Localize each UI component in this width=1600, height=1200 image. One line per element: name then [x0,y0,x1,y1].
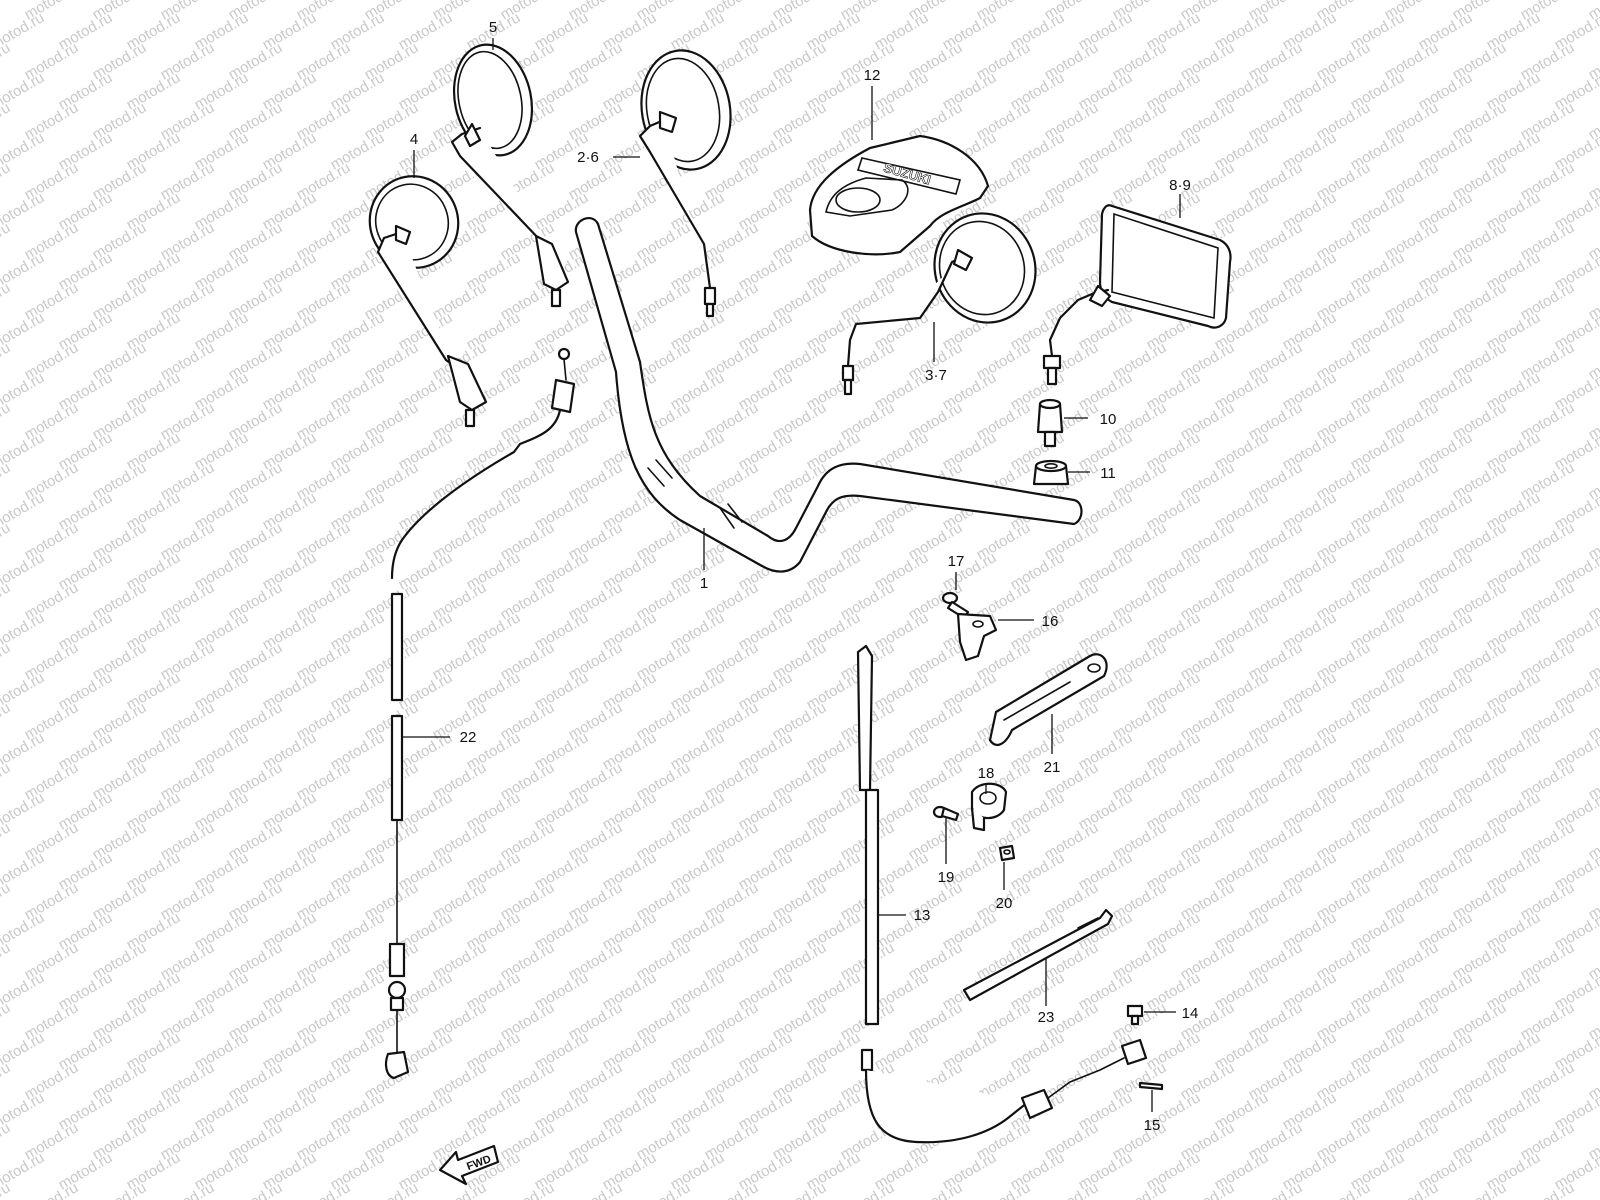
callout-22: 22 [460,729,477,746]
mirror-5[interactable] [444,37,570,308]
clutch-cable-22[interactable] [384,347,576,1080]
callout-23: 23 [1038,1009,1055,1026]
bolt-14[interactable] [1126,1004,1144,1026]
callout-12: 12 [864,67,881,84]
nut-11[interactable] [1032,459,1070,486]
callout-18: 18 [978,765,995,782]
callouts: 1 2·6 3·7 4 5 8·9 10 11 12 13 14 15 16 1… [410,19,1199,1134]
clamp-18[interactable] [970,782,1008,832]
callout-19: 19 [938,869,955,886]
bolt-19[interactable] [932,805,960,822]
callout-8-9: 8·9 [1169,177,1191,194]
mirror-8-9[interactable] [1042,204,1232,386]
pin-15[interactable] [1138,1081,1164,1091]
tie-strap-23[interactable] [962,908,1114,1002]
callout-17: 17 [948,553,965,570]
callout-21: 21 [1044,759,1061,776]
callout-3-7: 3·7 [925,367,947,384]
speedometer-cable-13[interactable] [856,644,1148,1144]
callout-10: 10 [1100,411,1117,428]
leader-lines [402,38,1181,1112]
callout-16: 16 [1042,613,1059,630]
handlebar-cover-12[interactable]: SUZUKI [808,134,990,256]
nut-20[interactable] [998,844,1016,862]
clamp-16[interactable] [956,612,998,662]
callout-2-6: 2·6 [577,149,599,166]
callout-13: 13 [914,907,931,924]
handlebar-1[interactable] [574,216,1083,573]
callout-11: 11 [1100,465,1116,482]
callout-5: 5 [489,19,497,36]
callout-14: 14 [1182,1005,1199,1022]
mirror-3-7[interactable] [841,200,1050,396]
mirror-2-6[interactable] [632,43,740,318]
callout-4: 4 [410,131,418,148]
callout-20: 20 [996,895,1013,912]
callout-1: 1 [700,575,708,592]
adapter-10[interactable] [1036,398,1064,448]
mirror-4[interactable] [357,164,488,428]
bracket-21[interactable] [988,653,1108,747]
callout-15: 15 [1144,1117,1161,1134]
